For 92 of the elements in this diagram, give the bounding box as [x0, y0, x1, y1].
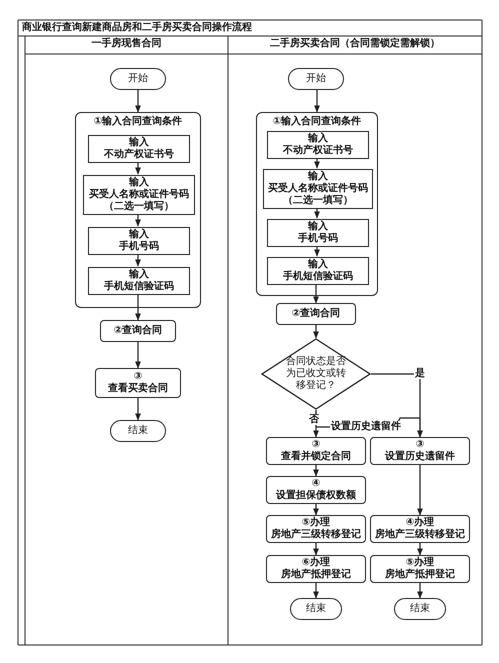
box-text: 房地产抵押登记	[281, 569, 351, 581]
box-text: 输入	[308, 221, 328, 232]
arrow	[314, 208, 320, 219]
group-heading: ①输入合同查询条件	[94, 116, 182, 128]
process-box	[276, 303, 356, 325]
box-text: 输入	[129, 229, 149, 240]
arrow	[417, 543, 423, 556]
arrow	[313, 465, 319, 477]
terminal-box	[394, 598, 446, 620]
arrow	[314, 90, 320, 113]
input-box	[83, 175, 195, 215]
group-heading: ①输入合同查询条件	[272, 116, 362, 128]
process-box	[370, 437, 470, 465]
arrow	[314, 158, 320, 169]
box-text: 手机号码	[119, 241, 159, 253]
box-text: ④办理	[406, 517, 434, 528]
process-box	[266, 476, 366, 504]
box-text: ⑤办理	[406, 557, 434, 568]
box-text: 设置担保债权数额	[276, 490, 356, 502]
box-text: 查看买卖合同	[108, 383, 168, 395]
box-text: 买受人名称或证件号码（二选一填写）	[88, 189, 190, 213]
input-box	[267, 257, 369, 285]
arrow	[313, 504, 319, 516]
box-text: 不动产权证书号	[104, 149, 174, 161]
input-box	[267, 219, 369, 247]
box-text: ⑤办理	[302, 517, 330, 528]
input-box	[88, 135, 190, 163]
edge-label: 是	[414, 368, 426, 379]
box-text: ③	[416, 439, 424, 450]
box-text: 房地产抵押登记	[385, 569, 455, 581]
diagram-title: 商业银行查询新建商品房和二手房买卖合同操作流程	[22, 22, 252, 34]
decision-diamond	[261, 338, 371, 410]
box-text: 查看并锁定合同	[281, 451, 351, 463]
arrow	[135, 162, 141, 175]
process-box	[266, 515, 366, 543]
terminal-box	[288, 68, 344, 90]
box-text: 买受人名称或证件号码（二选一填写）	[267, 183, 369, 207]
arrow	[135, 342, 141, 369]
terminal-box	[290, 598, 342, 620]
box-text: 结束	[410, 603, 430, 615]
box-text: 输入	[308, 133, 328, 144]
column-header: 二手房买卖合同（合同需锁定需解锁）	[269, 38, 441, 50]
input-box	[88, 267, 190, 295]
box-text: 房地产三级转移登记	[271, 529, 361, 541]
arrow	[135, 90, 141, 113]
box-text: 输入	[129, 269, 149, 280]
box-text: ④	[312, 478, 320, 490]
arrow	[314, 246, 320, 257]
box-text: 房地产三级转移登记	[375, 529, 465, 541]
arrow	[313, 325, 319, 339]
box-text: 输入	[308, 171, 328, 182]
box-text: ⑥办理	[302, 557, 330, 568]
box-text: 结束	[306, 603, 326, 615]
box-text: 手机短信验证码	[104, 281, 174, 293]
box-text: 输入	[308, 259, 328, 270]
process-box	[370, 555, 470, 583]
process-box	[370, 515, 470, 543]
terminal-box	[110, 68, 166, 90]
arrow	[313, 543, 319, 556]
box-text: 设置历史遗留件	[385, 451, 455, 463]
box-text: 手机短信验证码	[283, 271, 353, 283]
arrow	[313, 583, 319, 599]
arrow	[417, 583, 423, 599]
box-text: ②查询合同	[114, 325, 162, 337]
arrow	[135, 398, 141, 421]
process-box	[100, 320, 176, 342]
column-header: 一手房现售合同	[90, 38, 162, 50]
box-text: 手机号码	[298, 233, 338, 245]
box-text: ③	[134, 371, 142, 382]
box-text: 开始	[306, 73, 326, 85]
arrow	[135, 294, 141, 321]
input-box	[88, 227, 190, 255]
input-box	[267, 131, 369, 159]
arrow	[417, 465, 423, 516]
box-text: ②查询合同	[292, 308, 340, 320]
group-box	[256, 112, 378, 296]
box-text: ③	[312, 439, 320, 450]
box-text: 输入	[129, 137, 149, 148]
box-text: 不动产权证书号	[283, 145, 353, 157]
terminal-box	[110, 420, 166, 442]
arrow	[313, 284, 319, 304]
process-box	[266, 555, 366, 583]
process-box	[95, 368, 181, 398]
box-text: 合同状态是否为已收文或转移登记？	[285, 356, 347, 392]
group-box	[75, 112, 201, 308]
box-text: 结束	[128, 425, 148, 437]
process-box	[266, 437, 366, 465]
arrow	[135, 214, 141, 227]
arrow	[135, 254, 141, 267]
input-box	[263, 169, 373, 209]
box-text: 开始	[128, 73, 148, 85]
box-text: 输入	[129, 177, 149, 188]
